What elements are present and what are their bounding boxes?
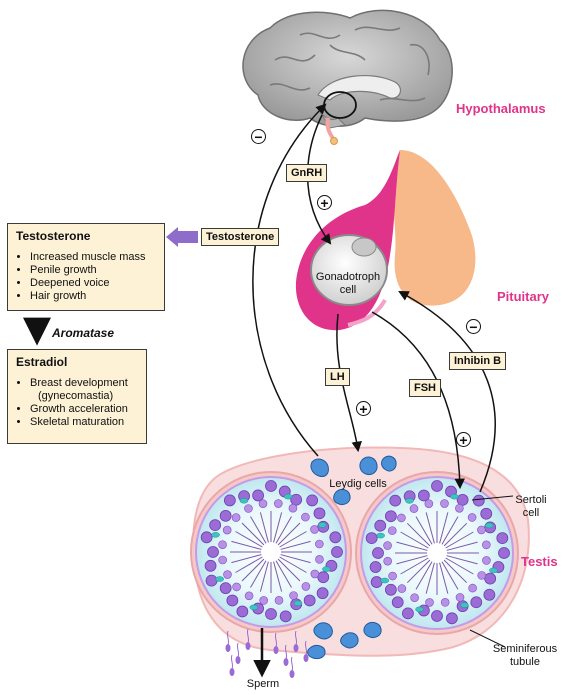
- gonadotroph-cell: [310, 234, 388, 306]
- plus-sign-gnrh: +: [317, 195, 332, 210]
- plus-sign-lh: +: [356, 401, 371, 416]
- testosterone-effect-item: Hair growth: [30, 290, 156, 303]
- minus-sign-testosterone: −: [251, 129, 266, 144]
- testosterone-negative-feedback-arrow: [252, 103, 327, 457]
- estradiol-effect-item: Breast development(gynecomastia): [30, 377, 138, 403]
- leydig-cells-label: Leydig cells: [329, 478, 387, 490]
- lh-arrow: [336, 313, 362, 453]
- gnrh-label: GnRH: [286, 164, 328, 182]
- seminiferous-pointer: [469, 629, 506, 648]
- testosterone-effect-item: Deepened voice: [30, 277, 156, 290]
- testosterone-box-title: Testosterone: [16, 229, 91, 243]
- aromatase-label: Aromatase: [52, 326, 115, 340]
- plus-sign-fsh: +: [456, 432, 471, 447]
- estradiol-effect-item: Skeletal maturation: [30, 416, 138, 429]
- sertoli-cell-label: Sertoli cell: [515, 494, 547, 519]
- leydig-cells: [307, 455, 397, 660]
- sertoli-pointer: [471, 495, 514, 501]
- brain-illustration: [242, 9, 453, 145]
- fsh-label: FSH: [409, 379, 441, 397]
- lh-label: LH: [325, 368, 350, 386]
- testosterone-effect-item: Penile growth: [30, 264, 156, 277]
- seminiferous-tubule-label: Seminiferous tubule: [492, 643, 558, 668]
- inhibin-b-arrow: [398, 291, 496, 493]
- pituitary-label: Pituitary: [497, 289, 550, 304]
- testosterone-effect-item: Increased muscle mass: [30, 251, 156, 264]
- estradiol-effects-box: Estradiol Breast development(gynecomasti…: [7, 349, 147, 444]
- estradiol-effect-item: Growth acceleration: [30, 403, 138, 416]
- sperm-cells: [225, 628, 309, 678]
- testosterone-output-arrow: [166, 227, 198, 247]
- testosterone-label: Testosterone: [201, 228, 280, 246]
- testosterone-effects-box: Testosterone Increased muscle mass Penil…: [7, 223, 165, 311]
- inhibin-b-label: Inhibin B: [449, 352, 507, 370]
- seminiferous-tubule-right: [355, 471, 519, 635]
- estradiol-box-title: Estradiol: [16, 355, 68, 369]
- hypothalamus-label: Hypothalamus: [456, 101, 546, 116]
- seminiferous-tubule-left: [190, 471, 352, 633]
- sperm-label: Sperm: [246, 678, 280, 690]
- gonadotroph-cell-label: Gonadotroph cell: [315, 271, 381, 296]
- testis-label: Testis: [521, 554, 558, 569]
- minus-sign-inhibin: −: [466, 319, 481, 334]
